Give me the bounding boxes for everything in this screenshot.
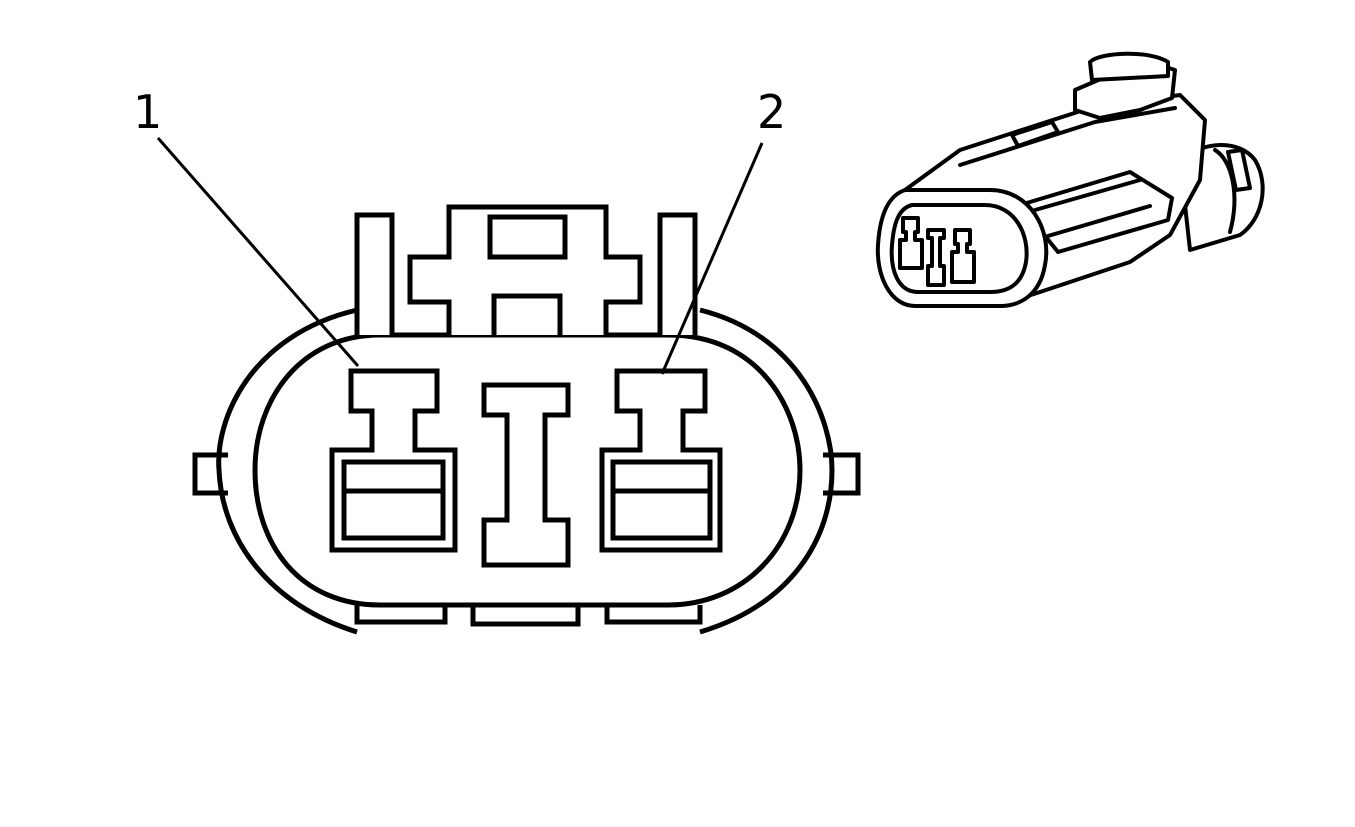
bottom-key-left	[354, 605, 448, 625]
outer-shell-left	[216, 307, 358, 635]
callout-2-leader-line	[660, 142, 764, 375]
latch-post-left	[354, 212, 395, 335]
body-ridge-small	[1010, 120, 1060, 148]
rear-boot-slot	[1226, 148, 1252, 192]
side-latch-inner	[1033, 178, 1152, 238]
terminal-1-contact	[341, 459, 446, 541]
connector-face-view	[192, 204, 861, 635]
callout-1-leader-line	[156, 137, 360, 367]
outer-shell-right	[699, 307, 835, 635]
latch-upper-window	[487, 214, 568, 260]
front-cavity-2	[950, 228, 976, 284]
callout-1: 1	[133, 85, 360, 367]
locking-latch	[407, 204, 643, 335]
bottom-key-right	[604, 605, 703, 625]
front-cavity-1	[898, 216, 924, 270]
front-face-inner	[889, 203, 1029, 294]
callout-2-label: 2	[757, 85, 786, 139]
connector-isometric-view	[875, 51, 1265, 308]
body-ridge	[958, 106, 1177, 167]
front-cavity-center	[926, 228, 946, 287]
bottom-key-center	[470, 605, 581, 627]
callout-2: 2	[660, 85, 786, 375]
right-side-tab	[823, 452, 861, 496]
terminal-2-contact	[610, 459, 713, 541]
latch-post-right	[657, 212, 698, 335]
center-key-divider	[481, 382, 571, 568]
lock-latch-tab	[1088, 51, 1170, 82]
callout-1-label: 1	[133, 85, 162, 139]
latch-lower-window	[491, 293, 563, 335]
